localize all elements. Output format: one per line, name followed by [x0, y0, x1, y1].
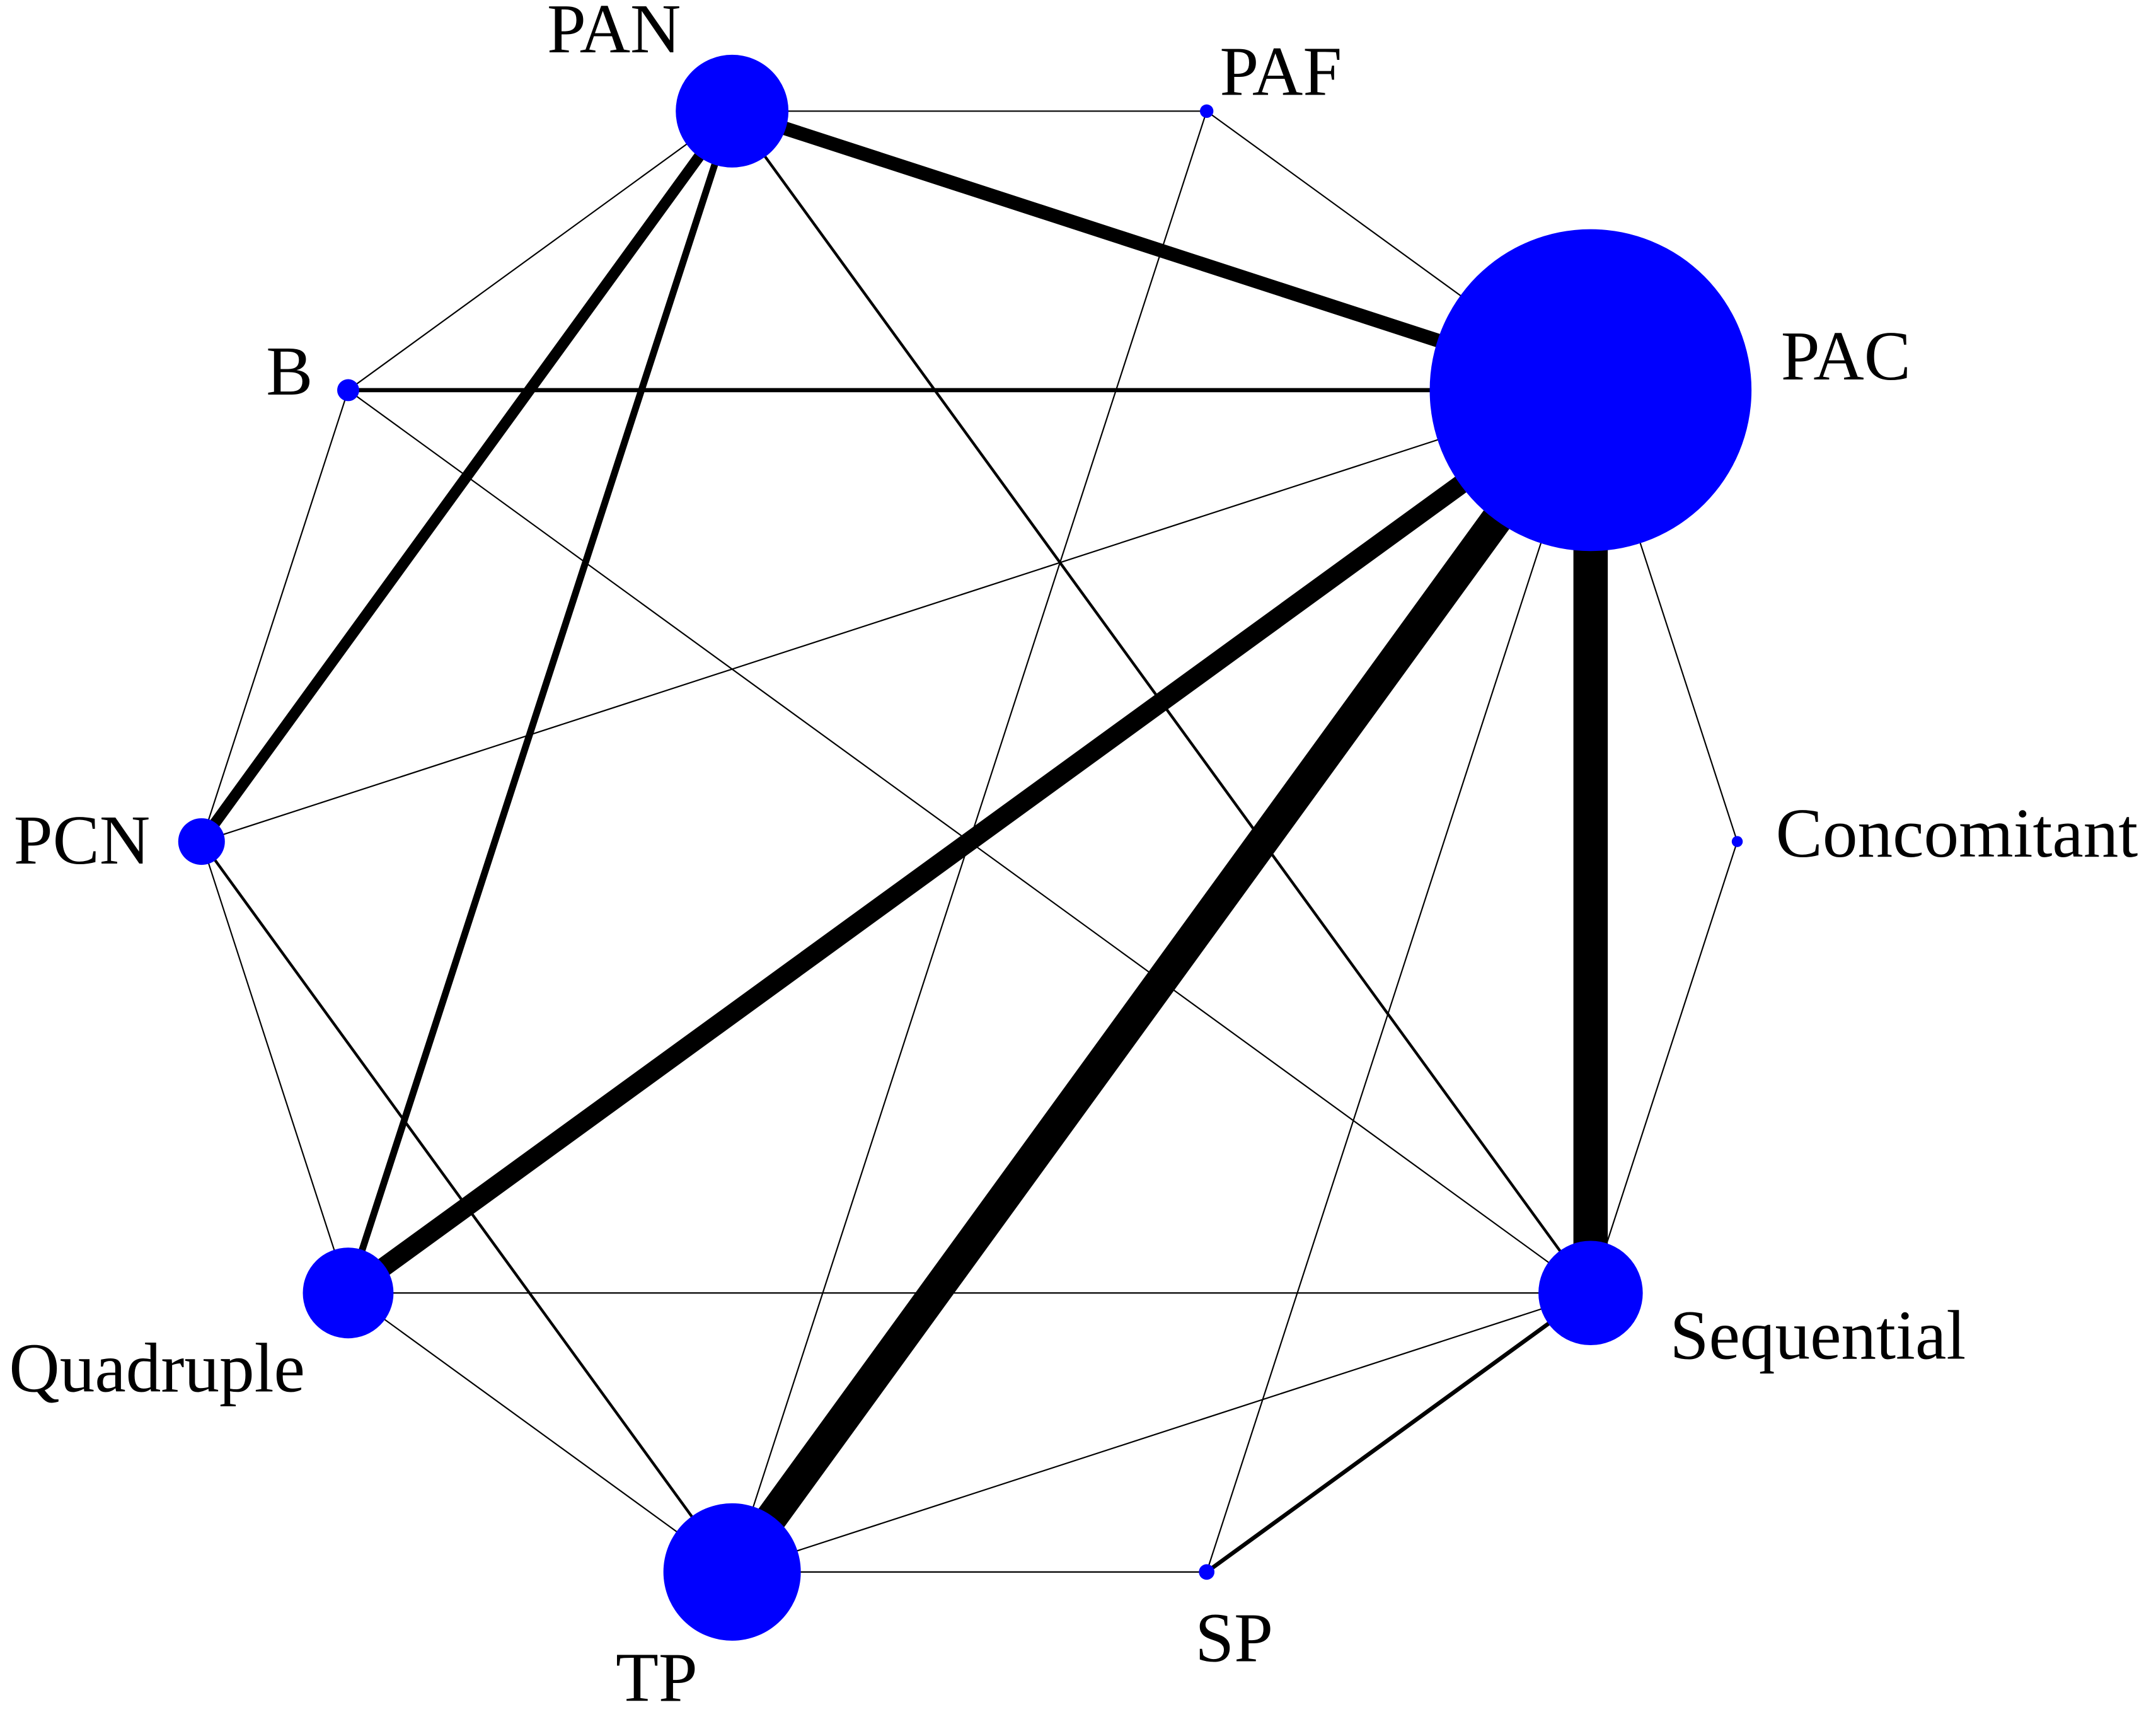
- node-pac: [1429, 229, 1752, 552]
- edge-pcn-quadruple: [200, 841, 349, 1293]
- edge-pcn-pac: [201, 389, 1591, 843]
- edge-pan-quadruple: [345, 110, 735, 1294]
- edge-sp-sequential: [1205, 1291, 1592, 1574]
- node-label-tp: TP: [616, 1640, 698, 1712]
- node-label-b: B: [266, 333, 313, 410]
- node-tp: [663, 1503, 801, 1641]
- node-label-paf: PAF: [1219, 33, 1342, 111]
- node-sequential: [1538, 1241, 1643, 1346]
- node-quadruple: [303, 1247, 394, 1339]
- node-label-sequential: Sequential: [1670, 1297, 1966, 1374]
- edge-concomitant-sequential: [1589, 841, 1738, 1293]
- edge-b-pcn: [200, 390, 349, 842]
- node-label-quadruple: Quadruple: [9, 1330, 305, 1408]
- edge-pan-b: [347, 110, 733, 391]
- edges-layer: [197, 104, 1738, 1582]
- edge-pac-sp: [1206, 390, 1591, 1573]
- edge-pac-quadruple: [342, 382, 1596, 1301]
- node-concomitant: [1731, 836, 1743, 847]
- node-label-sp: SP: [1195, 1599, 1273, 1677]
- labels-layer: PCN B PAN PAF PAC Concomitant Sequential…: [9, 0, 2138, 1712]
- node-label-pcn: PCN: [14, 802, 150, 879]
- nodes-layer: [178, 54, 1752, 1641]
- node-pan: [676, 54, 789, 168]
- node-label-pac: PAC: [1781, 318, 1911, 395]
- node-b: [337, 379, 359, 402]
- edge-pac-tp: [719, 381, 1604, 1582]
- node-label-concomitant: Concomitant: [1776, 795, 2138, 872]
- node-sp: [1199, 1564, 1215, 1580]
- node-paf: [1199, 104, 1214, 119]
- node-pcn: [178, 818, 225, 865]
- edge-quadruple-tp: [347, 1292, 733, 1573]
- edge-tp-sequential: [732, 1292, 1591, 1573]
- node-label-pan: PAN: [547, 0, 681, 68]
